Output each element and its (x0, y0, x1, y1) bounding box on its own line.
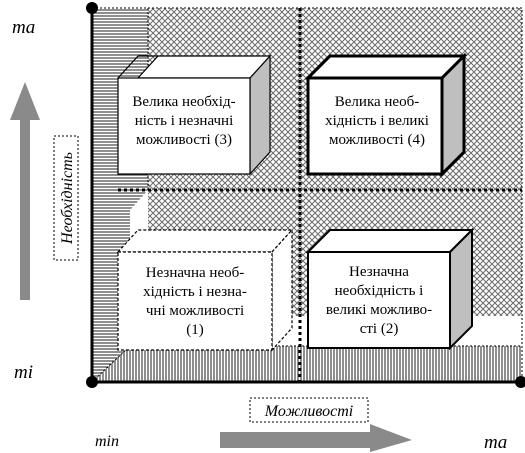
box-4: Велика необ- хідність і великі можливост… (304, 52, 468, 178)
box-2-line-4: сті (2) (360, 321, 399, 337)
right-arrow-icon (220, 424, 412, 452)
box-4-line-1: Велика необ- (335, 94, 419, 110)
box-2: Незначна необхідність і великі можливо- … (305, 227, 475, 351)
box-4-line-3: можливості (4) (329, 132, 425, 148)
x-left-label: min (95, 433, 119, 450)
box-3: Велика необхід- ність і незначні можливо… (117, 54, 272, 176)
y-axis-label-box: Необхідність (53, 135, 79, 261)
x-axis-label-box (249, 397, 369, 423)
box-1: Незначна необ- хідність і незна- чні мож… (116, 228, 294, 352)
up-arrow-icon (10, 82, 40, 300)
y-axis-label: Необхідність (59, 152, 76, 245)
box-2-line-3: великі можливо- (326, 302, 432, 318)
x-axis-label: Можливості (264, 403, 353, 420)
box-3-line-2: ність і незначні (135, 113, 234, 129)
box-3-line-1: Велика необхід- (132, 94, 235, 110)
box-1-line-4: (1) (186, 322, 204, 338)
axis-origin-dot (86, 376, 98, 388)
box-2-line-2: необхідність і (335, 283, 424, 299)
box-1-line-2: хідність і незна- (143, 284, 247, 300)
diagonal-border (91, 345, 131, 383)
axis-top-dot (86, 2, 98, 14)
bottom-band (92, 346, 522, 382)
box-1-line-1: Незначна необ- (146, 265, 244, 281)
x-right-label: ma (484, 432, 507, 453)
box-3-line-3: можливості (3) (136, 132, 232, 148)
box-4-line-2: хідність і великі (325, 113, 429, 129)
y-top-label: ma (12, 17, 35, 38)
box-1-line-3: чні можливості (146, 303, 244, 319)
y-bottom-label: mi (14, 362, 33, 383)
box-2-line-1: Незначна (349, 264, 409, 280)
axis-right-dot (515, 376, 525, 388)
